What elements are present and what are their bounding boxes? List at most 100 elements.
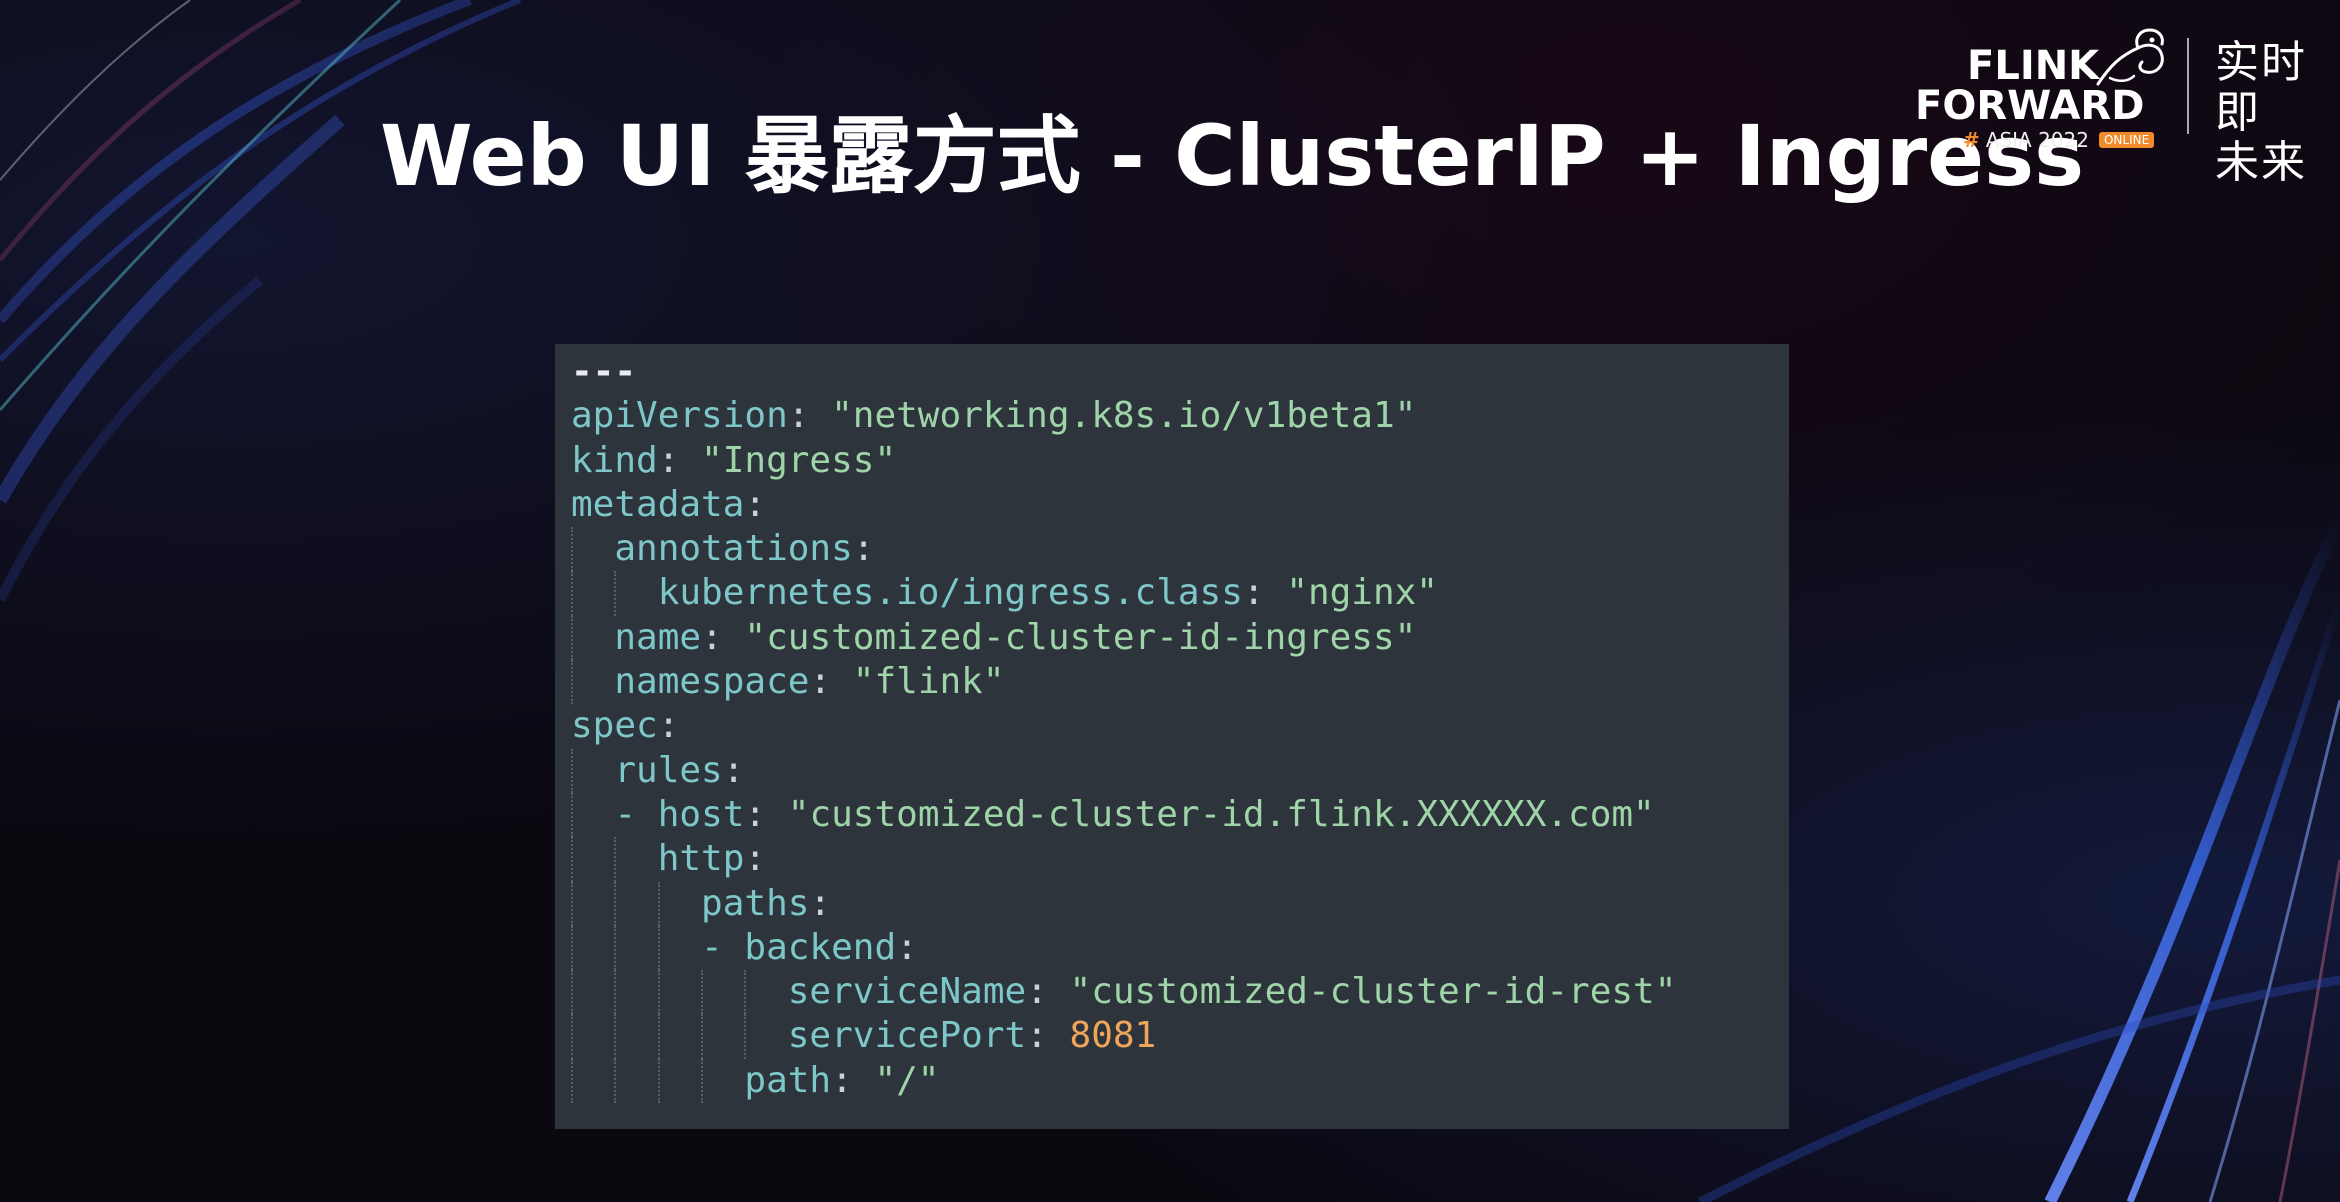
indent-guide [614, 837, 617, 882]
code-colon: : [1026, 1015, 1070, 1057]
code-key: apiVersion [571, 395, 788, 437]
code-line [571, 1103, 1789, 1147]
code-key: servicePort [787, 1015, 1027, 1057]
code-colon: : [744, 793, 788, 835]
logo-text-forward: FORWARD [1915, 83, 2145, 129]
code-key: serviceName [787, 971, 1027, 1013]
code-line: metadata: [571, 483, 1789, 527]
code-line: serviceName: "customized-cluster-id-rest… [571, 970, 1789, 1015]
code-string-value: "networking.k8s.io/v1beta1" [831, 395, 1417, 437]
code-colon: : [744, 838, 767, 880]
indent-guide [657, 881, 660, 926]
code-indent [571, 750, 614, 791]
indent-guide [701, 1058, 704, 1104]
code-string-value: "customized-cluster-id.flink.XXXXXX.com" [787, 793, 1655, 835]
code-key: name [614, 616, 702, 658]
code-list-dash: - [701, 926, 745, 968]
code-key: rules [614, 749, 723, 791]
logo-divider [2187, 38, 2189, 134]
code-line: apiVersion: "networking.k8s.io/v1beta1" [571, 394, 1789, 438]
code-colon: : [657, 705, 680, 747]
logo-tagline-line1: 实时即 [2215, 37, 2307, 138]
logo-hash: # [1963, 128, 1980, 152]
logo-tagline: 实时即 未来 [2215, 38, 2315, 188]
logo-event-line: # ASIA 2022 ONLINE [1963, 128, 2155, 152]
indent-guide [571, 837, 573, 882]
code-string-value: "nginx" [1286, 572, 1438, 614]
indent-guide [657, 925, 660, 971]
indent-guide [657, 1058, 660, 1104]
code-indent [571, 617, 614, 658]
indent-guide [571, 527, 573, 572]
code-indent [571, 794, 614, 835]
indent-guide [571, 615, 573, 661]
code-indent [571, 528, 614, 569]
indent-guide [614, 925, 617, 971]
indent-guide [614, 1014, 617, 1059]
code-key: kind [571, 439, 658, 481]
logo-event: ASIA 2022 [1985, 128, 2089, 152]
indent-guide [571, 881, 573, 926]
code-colon: : [1242, 572, 1287, 614]
page-title: Web UI 暴露方式 - ClusterIP + Ingress [380, 107, 2085, 205]
indent-guide [571, 660, 573, 705]
code-key: backend [744, 926, 897, 968]
code-colon: : [809, 661, 853, 703]
indent-guide [657, 1014, 660, 1059]
code-key: metadata [571, 483, 745, 525]
code-line: - backend: [571, 925, 1789, 971]
code-number-value: 8081 [1069, 1015, 1157, 1057]
squirrel-icon [2096, 28, 2164, 86]
code-colon: : [744, 483, 767, 525]
code-string-value: "customized-cluster-id-rest" [1069, 971, 1677, 1013]
code-indent [571, 971, 788, 1012]
indent-guide [744, 970, 747, 1015]
code-line: --- [571, 350, 1789, 394]
code-line: kind: "Ingress" [571, 439, 1789, 483]
code-indent [571, 1015, 788, 1056]
code-colon: : [809, 882, 832, 924]
code-key: path [744, 1059, 832, 1101]
code-indent [571, 661, 614, 702]
code-colon: : [701, 616, 745, 658]
code-line: namespace: "flink" [571, 660, 1789, 705]
code-line: annotations: [571, 527, 1789, 572]
code-colon: : [787, 395, 832, 437]
code-doc-separator: --- [571, 351, 637, 392]
code-line: path: "/" [571, 1058, 1789, 1104]
code-line: servicePort: 8081 [571, 1014, 1789, 1059]
indent-guide [701, 1014, 704, 1059]
indent-guide [571, 792, 573, 838]
code-string-value: "customized-cluster-id-ingress" [744, 616, 1417, 658]
code-key: namespace [614, 661, 810, 703]
indent-guide [614, 970, 617, 1015]
code-colon: : [1026, 971, 1070, 1013]
code-colon: : [657, 439, 702, 481]
code-line: rules: [571, 748, 1789, 793]
code-key: http [657, 838, 745, 880]
indent-guide [571, 1058, 573, 1104]
code-string-value: "/" [874, 1059, 940, 1101]
logo-tagline-line2: 未来 [2215, 137, 2307, 188]
code-colon: : [722, 749, 745, 791]
code-string-value: "flink" [852, 661, 1005, 703]
code-colon: : [852, 528, 875, 570]
online-badge: ONLINE [2098, 132, 2155, 148]
code-line: name: "customized-cluster-id-ingress" [571, 615, 1789, 661]
flink-forward-logo: FLINK FORWARD # ASIA 2022 ONLINE 实时即 未来 [1915, 14, 2325, 188]
code-key: host [657, 793, 745, 835]
code-colon: : [831, 1059, 875, 1101]
code-line: kubernetes.io/ingress.class: "nginx" [571, 571, 1789, 616]
code-indent [571, 927, 701, 968]
indent-guide [571, 925, 573, 971]
indent-guide [571, 748, 573, 793]
code-line: spec: [571, 704, 1789, 748]
logo-text-flink: FLINK [1967, 43, 2100, 89]
indent-guide [657, 970, 660, 1015]
indent-guide [571, 970, 573, 1015]
code-key: annotations [614, 528, 853, 570]
code-list-dash: - [614, 793, 658, 835]
indent-guide [614, 881, 617, 926]
